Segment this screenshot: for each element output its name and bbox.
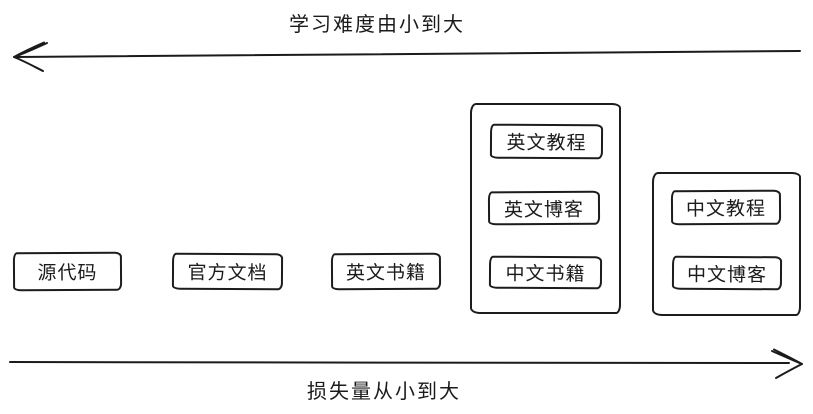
node-english-books-label: 英文书籍 xyxy=(345,262,427,285)
group-box-english-and-chinese-books: 英文教程 英文博客 中文书籍 xyxy=(470,103,621,314)
node-english-tutorials-label: 英文教程 xyxy=(506,132,587,155)
node-english-blogs: 英文博客 xyxy=(487,190,601,226)
node-source-code-label: 源代码 xyxy=(37,262,98,285)
learning-difficulty-arrow xyxy=(13,41,801,72)
node-source-code: 源代码 xyxy=(12,251,123,292)
node-chinese-tutorials: 中文教程 xyxy=(670,189,782,226)
node-english-tutorials: 英文教程 xyxy=(489,123,604,160)
node-chinese-books: 中文书籍 xyxy=(488,255,603,290)
node-english-books: 英文书籍 xyxy=(330,252,442,291)
node-official-docs-label: 官方文档 xyxy=(187,262,268,285)
top-axis-label: 学习难度由小到大 xyxy=(289,14,465,36)
node-official-docs: 官方文档 xyxy=(171,252,284,291)
node-chinese-blogs-label: 中文博客 xyxy=(686,264,768,286)
node-chinese-blogs: 中文博客 xyxy=(671,255,783,291)
node-english-blogs-label: 英文博客 xyxy=(503,199,585,221)
group-box-chinese-tutorials-blogs: 中文教程 中文博客 xyxy=(652,172,801,316)
bottom-axis-label: 损失量从小到大 xyxy=(307,381,461,403)
loss-amount-arrow xyxy=(9,348,803,379)
node-chinese-books-label: 中文书籍 xyxy=(505,263,586,286)
node-chinese-tutorials-label: 中文教程 xyxy=(685,198,767,221)
